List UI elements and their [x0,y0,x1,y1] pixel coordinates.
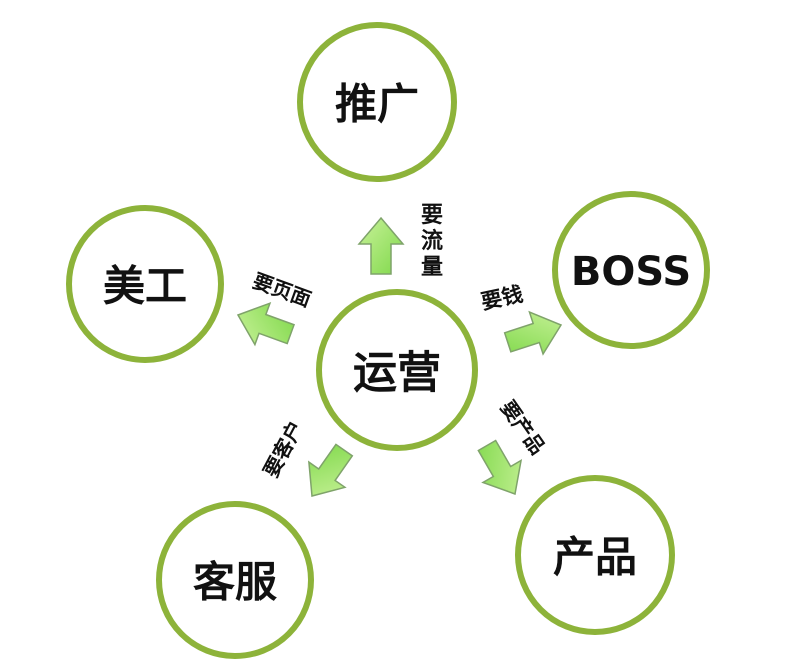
svg-text:要: 要 [421,203,443,228]
arrow-right-icon [500,303,569,364]
node-promotion: 推广 [297,22,457,182]
node-label-promotion: 推广 [335,80,419,129]
circle-shape [515,475,675,635]
node-design: 美工 [66,205,224,363]
node-service: 客服 [156,501,314,659]
edge-label-traffic: 要 流 量 [421,203,443,280]
circle-shape [156,501,314,659]
arrow-down-left-icon [293,436,363,510]
svg-text:流: 流 [421,228,443,254]
edge-label-pages: 要页面 [250,268,315,311]
node-boss: BOSS [552,191,710,349]
circle-shape [297,22,457,182]
svg-text:量: 量 [421,255,443,280]
circle-shape [316,289,478,451]
edge-label-customers: 要客户 [259,417,308,481]
node-label-boss: BOSS [571,249,691,295]
node-label-product: 产品 [553,533,637,582]
circle-shape [66,205,224,363]
node-operations-center: 运营 [316,289,478,451]
node-product: 产品 [515,475,675,635]
edge-label-product: 要产品 [496,396,550,459]
node-label-service: 客服 [193,558,277,607]
node-label-design: 美工 [103,262,187,311]
arrow-up-icon [358,217,404,275]
node-label-center: 运营 [353,348,441,399]
circle-shape [552,191,710,349]
edge-label-money: 要钱 [479,282,525,314]
